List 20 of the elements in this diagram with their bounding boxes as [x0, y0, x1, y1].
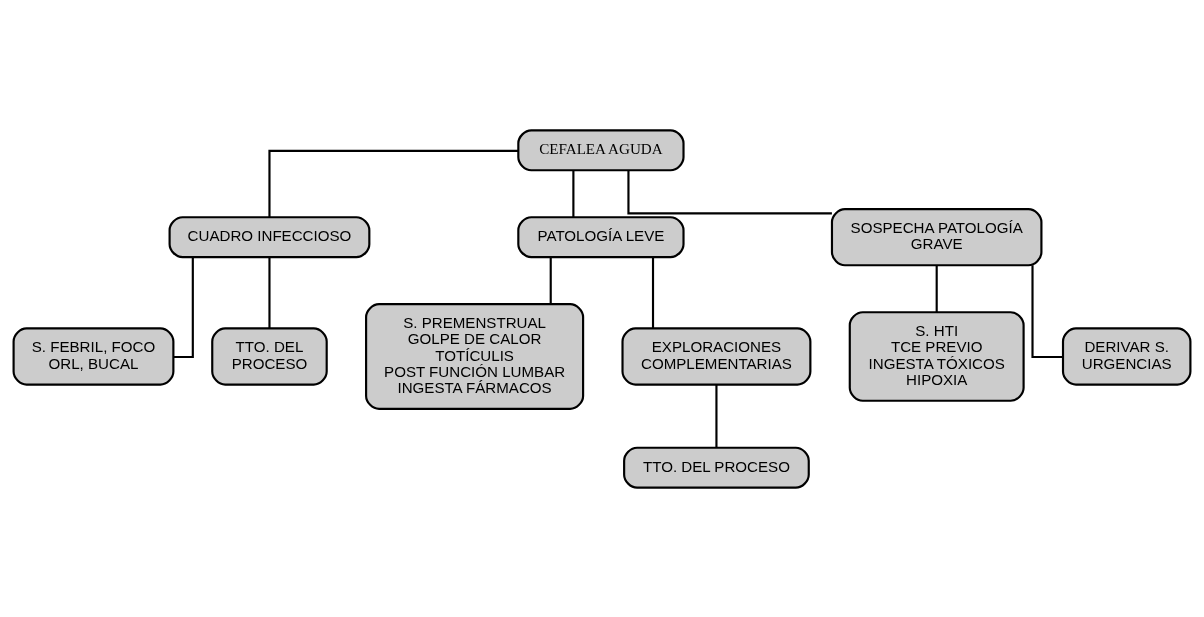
connector — [1031, 264, 1063, 358]
node-box: PATOLOGÍA LEVE — [517, 215, 685, 258]
connector — [651, 256, 655, 328]
node-box: S. PREMENSTRUAL GOLPE DE CALOR TOTÍCULIS POST FUNCIÓN LUMBAR INGESTA FÁRMACOS — [365, 302, 585, 410]
node-box: S. FEBRIL, FOCO ORL, BUCAL — [12, 326, 175, 386]
node-box: TTO. DEL PROCESO — [211, 326, 328, 386]
connector — [572, 169, 575, 217]
connector — [715, 384, 718, 447]
node-box: CEFALEA AGUDA — [517, 128, 685, 171]
connector — [549, 256, 552, 304]
node-box: EXPLORACIONES COMPLEMENTARIAS — [621, 326, 812, 386]
node-box: TTO. DEL PROCESO — [623, 446, 810, 489]
node-box: CUADRO INFECCIOSO — [168, 215, 371, 258]
node-box: DERIVAR S. URGENCIAS — [1061, 326, 1192, 386]
node-box: SOSPECHA PATOLOGÍA GRAVE — [830, 207, 1043, 266]
connector — [268, 149, 519, 217]
connector — [627, 169, 832, 215]
node-box: S. HTI TCE PREVIO INGESTA TÓXICOS HIPOXIA — [848, 310, 1025, 402]
connector — [268, 256, 271, 328]
connector — [935, 265, 938, 312]
